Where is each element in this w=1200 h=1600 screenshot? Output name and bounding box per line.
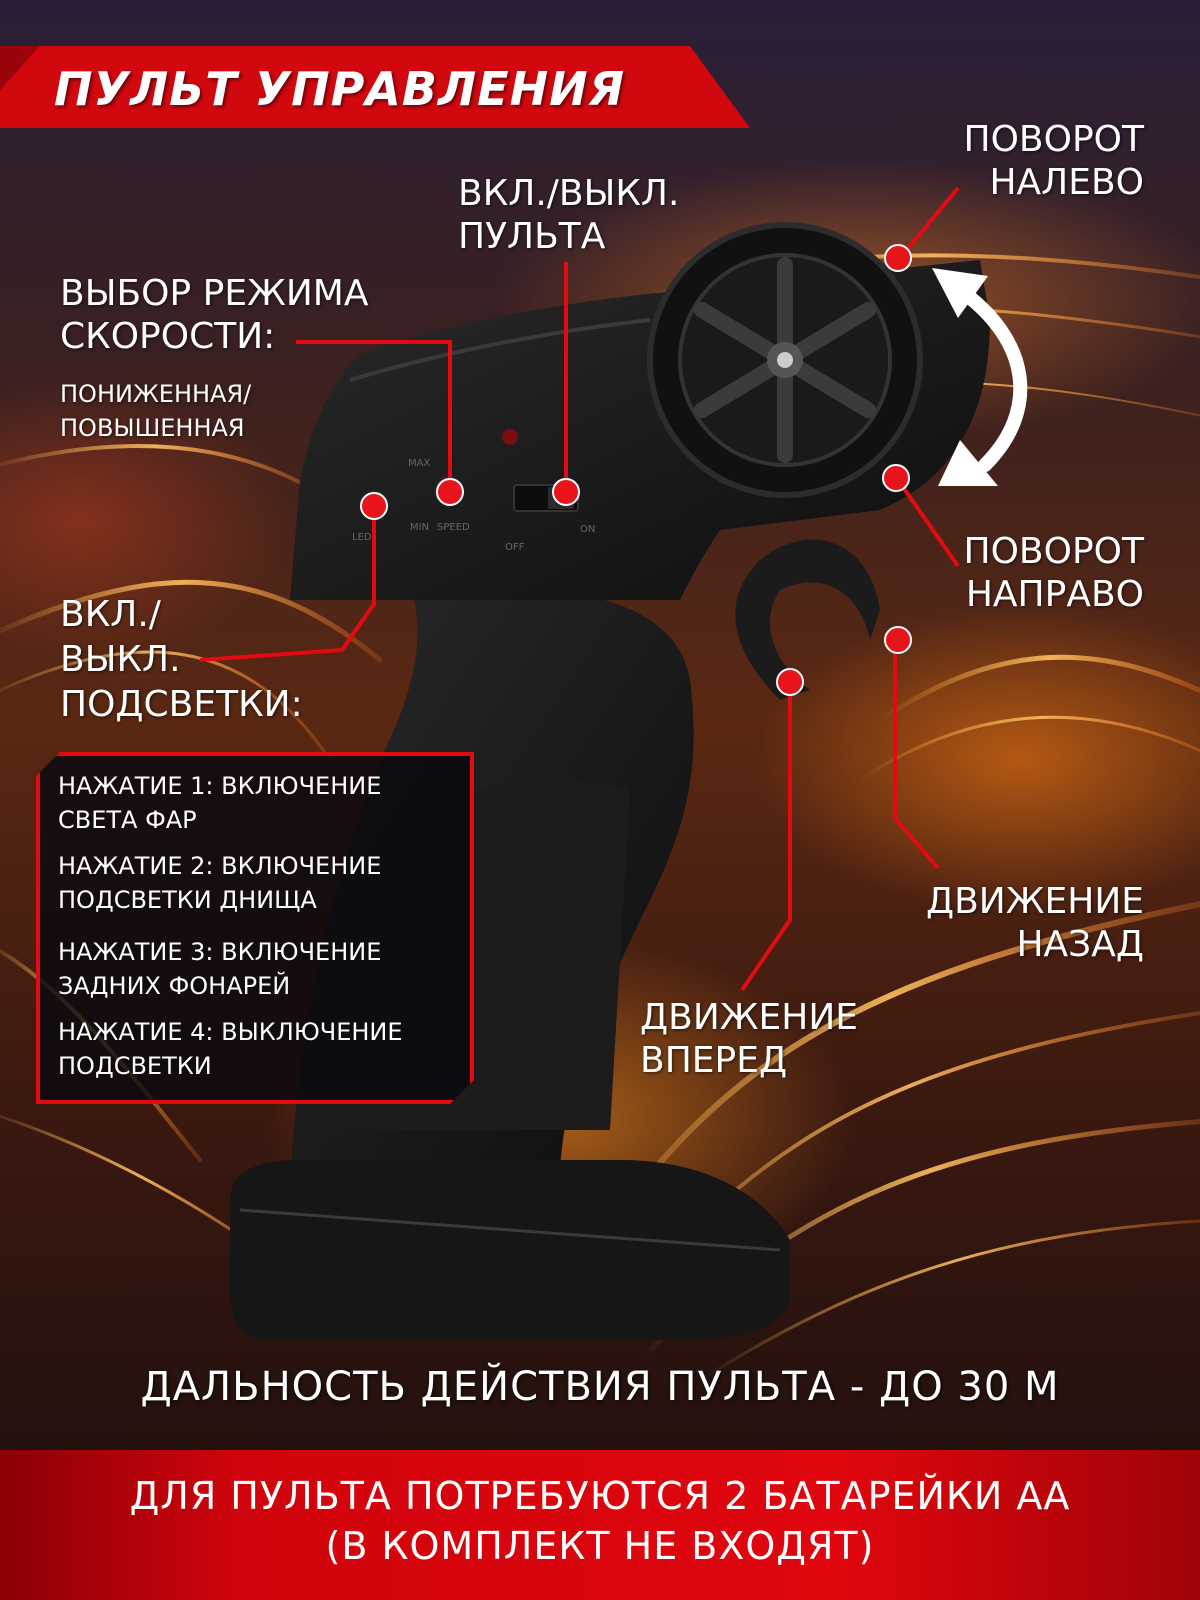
label-forward: ДВИЖЕНИЕ ВПЕРЕД: [640, 997, 859, 1082]
range-text: ДАЛЬНОСТЬ ДЕЙСТВИЯ ПУЛЬТА - ДО 30 М: [140, 1364, 1060, 1410]
page-title: ПУЛЬТ УПРАВЛЕНИЯ: [54, 62, 626, 116]
label-turn-left: ПОВОРОТ НАЛЕВО: [963, 119, 1144, 204]
footer-line-2: (В КОМПЛЕКТ НЕ ВХОДЯТ): [325, 1524, 875, 1568]
label-reverse: ДВИЖЕНИЕ НАЗАД: [925, 881, 1144, 966]
label-speed-mode: ВЫБОР РЕЖИМА СКОРОСТИ:: [60, 273, 369, 358]
press-item-2: НАЖАТИЕ 2: ВКЛЮЧЕНИЕ ПОДСВЕТКИ ДНИЩА: [58, 852, 382, 914]
press-item-3: НАЖАТИЕ 3: ВКЛЮЧЕНИЕ ЗАДНИХ ФОНАРЕЙ: [58, 938, 382, 1000]
footer-banner: [0, 1450, 1200, 1600]
label-speed-options: ПОНИЖЕННАЯ/ ПОВЫШЕННАЯ: [60, 380, 252, 442]
press-item-4: НАЖАТИЕ 4: ВЫКЛЮЧЕНИЕ ПОДСВЕТКИ: [58, 1018, 403, 1080]
light-modes-box: [36, 752, 474, 1104]
label-light-toggle: ВКЛ./ ВЫКЛ. ПОДСВЕТКИ:: [60, 594, 303, 725]
footer-line-1: ДЛЯ ПУЛЬТА ПОТРЕБУЮТСЯ 2 БАТАРЕЙКИ АА: [129, 1474, 1071, 1518]
label-power-toggle: ВКЛ./ВЫКЛ. ПУЛЬТА: [458, 173, 680, 258]
press-item-1: НАЖАТИЕ 1: ВКЛЮЧЕНИЕ СВЕТА ФАР: [58, 772, 382, 834]
label-turn-right: ПОВОРОТ НАПРАВО: [963, 531, 1144, 616]
